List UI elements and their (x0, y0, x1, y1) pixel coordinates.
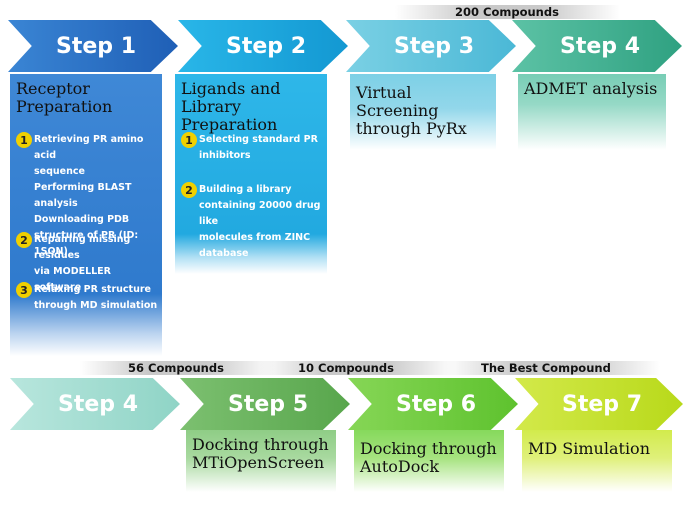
ligand-step-item: 1 Selecting standard PR inhibitors (181, 132, 323, 164)
step-4-arrow-top: Step 4 (512, 20, 682, 72)
step-4-label-bottom: Step 4 (58, 391, 138, 417)
receptor-preparation-title: Receptor Preparation (16, 79, 113, 116)
ligand-step-text: Selecting standard PR inhibitors (199, 134, 318, 161)
step-number-badge: 2 (16, 232, 32, 248)
compound-count-label: 56 Compounds (128, 361, 224, 375)
admet-panel: ADMET analysis (518, 74, 666, 150)
mtiopenscreen-docking-title: Docking through MTiOpenScreen (192, 435, 329, 472)
step-1-arrow: Step 1 (8, 20, 178, 72)
step-2-arrow: Step 2 (178, 20, 348, 72)
mtiopenscreen-docking-panel: Docking through MTiOpenScreen (186, 430, 336, 492)
md-simulation-title: MD Simulation (528, 439, 650, 458)
step-7-arrow: Step 7 (515, 378, 683, 430)
step-number-badge: 1 (16, 132, 32, 148)
compound-count-band (395, 5, 620, 19)
autodock-docking-panel: Docking through AutoDock (354, 430, 504, 492)
step-number-badge: 3 (16, 282, 32, 298)
step-6-label: Step 6 (396, 391, 476, 417)
step-number-badge: 2 (181, 182, 197, 198)
ligand-preparation-title: Ligands and Library Preparation (181, 79, 281, 134)
admet-title: ADMET analysis (524, 79, 658, 98)
compound-count-band (445, 361, 660, 375)
step-2-label: Step 2 (226, 33, 306, 59)
best-compound-label: The Best Compound (481, 361, 611, 375)
receptor-step-item: 2 Repairing missing residues via MODELLE… (16, 232, 158, 296)
autodock-docking-title: Docking through AutoDock (360, 439, 497, 476)
receptor-step-text: Relaxing PR structure through MD simulat… (34, 284, 158, 311)
step-7-label: Step 7 (562, 391, 642, 417)
step-1-label: Step 1 (56, 33, 136, 59)
compound-count-band (80, 361, 275, 375)
compound-count-band (260, 361, 455, 375)
receptor-step-item: 3 Relaxing PR structure through MD simul… (16, 282, 158, 314)
step-3-label: Step 3 (394, 33, 474, 59)
compound-count-label: 200 Compounds (455, 5, 559, 19)
ligand-preparation-panel: Ligands and Library Preparation 1 Select… (175, 74, 327, 274)
step-number-badge: 1 (181, 132, 197, 148)
receptor-step-text: Repairing missing residues via MODELLER … (34, 234, 131, 293)
step-5-label: Step 5 (228, 391, 308, 417)
step-5-arrow: Step 5 (180, 378, 350, 430)
step-4-arrow-bottom: Step 4 (10, 378, 180, 430)
ligand-step-item: 2 Building a library containing 20000 dr… (181, 182, 323, 262)
virtual-screening-title: Virtual Screening through PyRx (356, 83, 467, 138)
receptor-step-item: 1 Retrieving PR amino acid sequence Perf… (16, 132, 158, 260)
receptor-preparation-panel: Receptor Preparation 1 Retrieving PR ami… (10, 74, 162, 356)
compound-count-label: 10 Compounds (298, 361, 394, 375)
virtual-screening-panel: Virtual Screening through PyRx (350, 74, 496, 150)
md-simulation-panel: MD Simulation (522, 430, 672, 492)
ligand-step-text: Building a library containing 20000 drug… (199, 184, 321, 259)
step-3-arrow: Step 3 (346, 20, 516, 72)
step-4-label-top: Step 4 (560, 33, 640, 59)
step-6-arrow: Step 6 (348, 378, 518, 430)
receptor-step-text: Retrieving PR amino acid sequence Perfor… (34, 134, 144, 257)
